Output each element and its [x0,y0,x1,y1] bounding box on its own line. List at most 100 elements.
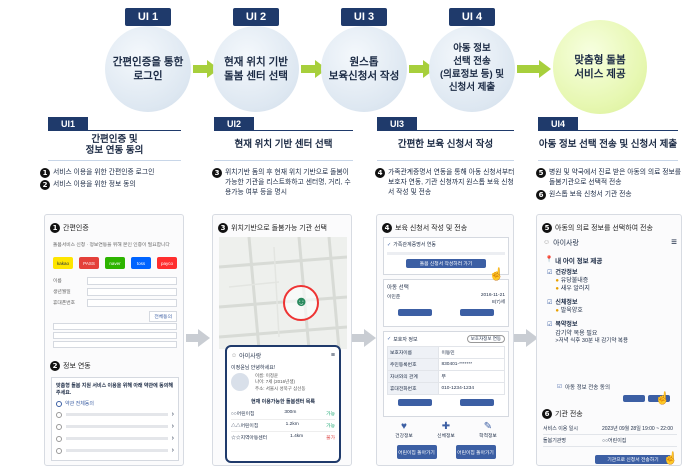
kakao-auth-button[interactable]: kakao [53,257,73,269]
terms-item[interactable]: › [56,435,174,442]
child-select-button[interactable] [398,309,432,316]
consent-list [53,323,177,348]
submit-row: 돌봄기관명 ○○어린이집 [543,435,677,447]
pointer-hand-icon: ☝ [663,451,678,465]
map-view[interactable]: ☻ [218,236,348,350]
name-field[interactable] [87,277,177,285]
family-cert-box: ✓가족관계증명서 연동 돌봄 신청서 작성하러 가기 [383,237,509,275]
guardian-next-button[interactable] [460,399,494,406]
pass-auth-button[interactable]: PASS [79,257,99,269]
body-icon: ✚ [441,421,451,432]
step-number: 3 [212,168,222,178]
phone-label: 휴대폰번호 [53,301,76,306]
terms-item[interactable]: › [56,411,174,418]
flow-step-login: 간편인증을 통한 로그인 [105,26,191,112]
my-info-label: 내 아이 정보 제공 [555,258,603,265]
child-info-line: 나이: 7세 (2016년생) [255,379,295,385]
menu-icon[interactable]: ≡ [330,352,335,359]
panel-ui4: 5 아동의 의료 정보를 선택하여 전송 ☺아이사랑 ≡ 📍내 아이 정보 제공… [536,214,682,466]
section-line-ui2 [214,130,353,131]
medical-info-list: ☑ 건강정보 ● 유당불내증 ● 새우 알러지 ☑ 신체정보 ● 발육양호 ☑ … [547,269,677,345]
terms-item[interactable]: › [56,447,174,454]
consent-item[interactable] [53,323,177,330]
consent-button[interactable] [623,395,645,402]
guardian-key: 자녀와의 관계 [386,370,440,383]
submit-value: ○○어린이집 [601,438,627,444]
terms-item[interactable]: › [56,423,174,430]
body-label: 신체정보 [437,434,455,439]
panel3-title: 4 보육 신청서 작성 및 전송 [382,223,467,233]
submit-application-button[interactable]: 기관으로 신청서 전송하기 [595,455,671,464]
body-block[interactable]: ☑ 신체정보 ● 발육양호 [547,299,677,315]
app-name: 아이사랑 [553,239,579,247]
school-label: 학적정보 [479,434,497,439]
payco-auth-button[interactable]: payco [157,257,177,269]
step-number-3: 3 [218,223,228,233]
link-title-text: 정보 연동 [63,363,91,370]
center-distance: 300m [284,409,297,415]
naver-auth-button[interactable]: naver [105,257,125,269]
consent-item[interactable] [53,332,177,339]
health-info-item[interactable]: ♥건강정보 [395,421,413,439]
back-button[interactable]: 어린이집 돌아가기 [396,445,437,459]
flow-step-center: 현재 위치 기반 돌봄 센터 선택 [213,26,299,112]
child-next-button[interactable] [460,309,494,316]
check-icon [56,423,62,430]
auth-provider-list: kakao PASS naver toss payco [53,257,177,269]
family-cert-row: ✓가족관계증명서 연동 [387,241,505,249]
chevron-right-icon: › [171,411,174,418]
bullet-icon: ● [555,286,561,293]
location-marker[interactable] [283,285,319,321]
menu-icon[interactable]: ≡ [671,237,677,248]
consent-item[interactable] [53,341,177,348]
health-item-text: 새우 알러지 [560,286,590,293]
pin-icon: 📍 [545,256,554,263]
body-info-item[interactable]: ✚ 신체정보 [437,421,455,439]
guardian-header: ✓보호자 정보 보호자정보 연동 [387,335,505,343]
all-consent-button[interactable]: 전체동의 [149,311,177,322]
health-item-text: 유당불내증 [560,278,589,285]
body-item: ● 발육양호 [555,307,582,315]
med-block[interactable]: ☑ 복약정보 감기약 복용 필요 >저녁 식후 30분 내 감기약 복용 [547,321,677,345]
all-agree-row[interactable]: 약관 전체동의 [56,400,174,407]
submit-key: 돌봄기관명 [543,438,567,444]
med-label: 복약정보 [555,322,578,329]
send-button[interactable] [648,395,670,402]
consent-row[interactable]: ☑ 아동 정보 전송 동의 [557,383,610,391]
bullet-icon: ● [555,308,561,315]
logo-icon: ☺ [231,352,238,359]
toss-auth-button[interactable]: toss [131,257,151,269]
panel-arrow-2 [352,334,364,342]
guardian-confirm-button[interactable] [398,399,432,406]
center-capacity: 가능 [326,411,335,417]
school-info-item[interactable]: ✎학적정보 [479,421,497,439]
health-block[interactable]: ☑ 건강정보 ● 유당불내증 ● 새우 알러지 [547,269,677,293]
child-date: 2016-11-21 [480,293,505,298]
panel1-auth-title: 1 간편인증 [50,223,89,233]
child-info-line: 주소: 서울시 성북구 삼선동 [255,385,306,391]
child-select-label: 아동 선택 [387,285,409,291]
center-name: ☆☆지역아동센터 [231,435,268,441]
birth-field[interactable] [87,288,177,296]
check-icon [56,435,62,442]
step-text: 가족관계증명서 연동을 통해 아동 신청서부터 보호자 연동, 기관 신청까지 … [388,169,515,196]
center-list-card: ☺아이사랑 ≡ 이정윤님 안녕하세요! 이름: 이정윤 나이: 7세 (2016… [225,345,341,463]
birth-label: 생년월일 [53,290,71,295]
back-button-2[interactable]: 어린이집 돌아가기 [455,445,496,459]
terms-item-text [66,413,168,416]
child-info-row: 이름: 이정윤 나이: 7세 (2016년생) 주소: 서울시 성북구 삼선동 [231,373,335,392]
terms-item-text [66,425,168,428]
section-sep-ui1 [48,160,181,161]
avatar [231,373,249,392]
write-application-button[interactable]: 돌봄 신청서 작성하러 가기 [406,259,486,268]
phone-field[interactable] [87,299,177,307]
chevron-right-icon: › [171,435,174,442]
